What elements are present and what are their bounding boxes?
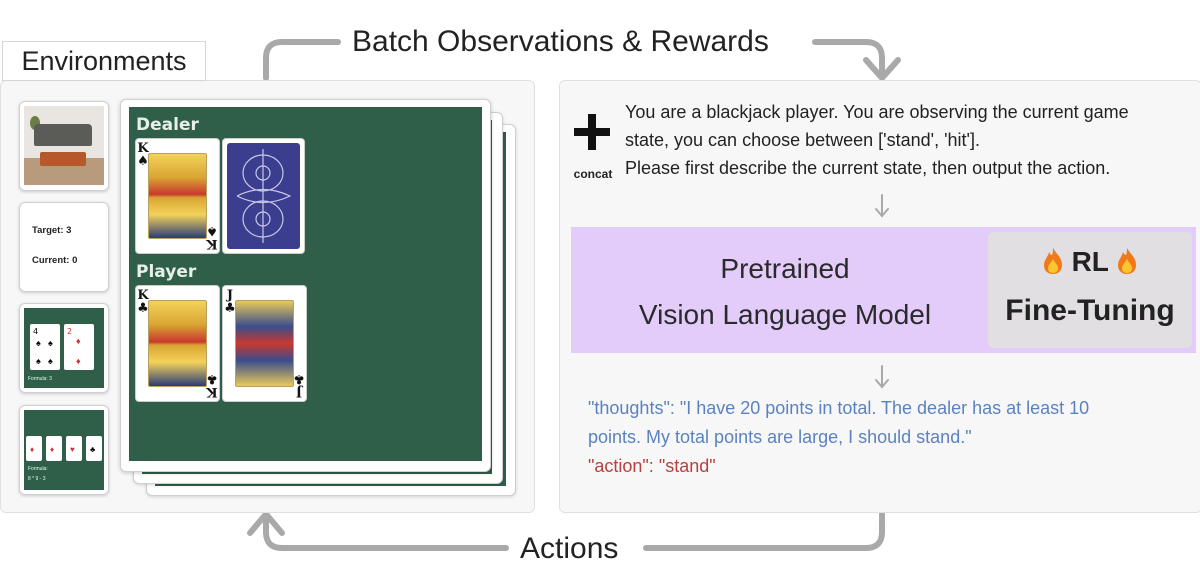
concat-label: concat [573,167,613,181]
player-card-jack-clubs: J♣ J♣ [222,285,307,402]
prompt-text: You are a blackjack player. You are obse… [625,98,1195,182]
cards-formula-text: Formula: 3 [28,376,52,382]
mini-card-table: 4 ♠ ♠ ♠ ♠ 2 ♦ ♦ Formula: 3 [24,308,104,388]
svg-text:♠: ♠ [36,338,41,348]
fire-icon [1118,248,1137,274]
card-suit: ♠ [137,154,149,169]
rl-finetuning-box [988,232,1192,348]
king-face-image [148,153,207,239]
batch-observations-label: Batch Observations & Rewards [352,25,769,58]
model-title: Pretrained Vision Language Model [590,246,980,338]
arrow-down-icon [875,194,889,218]
svg-text:♦: ♦ [76,336,81,346]
prompt-line: Please first describe the current state,… [625,158,1111,178]
card-rank: K [206,384,218,399]
thoughts-line: "thoughts": "I have 20 points in total. … [588,398,1090,418]
bottom-arrow-head [247,511,285,536]
king-face-image [148,300,207,387]
svg-text:♦: ♦ [76,356,81,366]
card-rank: J [226,288,234,303]
card-rank: K [137,141,149,156]
prompt-line: You are a blackjack player. You are obse… [625,102,1129,122]
mini-card-table: ♦ ♦ ♥ ♣ Formula: 8 * 9 - 3 [24,410,104,490]
formula-label-text: Formula: [28,466,48,472]
formula-value-text: 8 * 9 - 3 [28,476,46,482]
actions-label: Actions [520,532,619,565]
room-scene-image [24,106,104,185]
card-suit: ♣ [293,371,305,386]
model-title-line: Pretrained [720,253,850,284]
player-card-king-clubs: K♣ K♣ [135,285,220,402]
env-thumbnail-cards: 4 ♠ ♠ ♠ ♠ 2 ♦ ♦ Formula: 3 [19,303,109,393]
svg-text:4: 4 [33,327,38,336]
mini-card: ♦ [26,436,42,461]
svg-text:2: 2 [67,327,72,336]
mini-card: ♥ [66,436,82,461]
card-rank: K [137,288,149,303]
svg-text:♦: ♦ [30,445,34,454]
svg-text:♠: ♠ [48,356,53,366]
svg-text:♣: ♣ [90,445,96,454]
env-thumbnail-formula: ♦ ♦ ♥ ♣ Formula: 8 * 9 - 3 [19,405,109,495]
action-line: "action": "stand" [588,456,716,476]
mini-card: 2 ♦ ♦ [64,324,94,370]
finetuning-label: Fine-Tuning [1005,294,1175,327]
thoughts-line: points. My total points are large, I sho… [588,427,972,447]
jack-face-image [235,300,294,387]
dealer-card-face-down [222,138,305,254]
rl-label: RL [1071,246,1109,277]
current-text: Current: 0 [32,255,78,266]
environments-label: Environments [2,41,206,81]
mini-card: ♣ [86,436,102,461]
rl-title: RL [988,246,1192,278]
model-output: "thoughts": "I have 20 points in total. … [588,394,1178,481]
player-label: Player [136,262,197,282]
svg-text:♦: ♦ [50,445,54,454]
plus-icon [574,114,610,150]
svg-text:♥: ♥ [70,445,75,454]
card-back-pattern [227,143,300,249]
svg-text:♠: ♠ [48,338,53,348]
model-title-line: Vision Language Model [638,299,932,330]
top-arrow-head [863,57,901,81]
arrow-down-icon [875,365,889,389]
card-suit: ♠ [206,223,218,238]
dealer-label: Dealer [136,115,199,135]
card-suit: ♣ [206,371,218,386]
mini-card: ♦ [46,436,62,461]
bottom-arrow-left-segment [263,516,509,551]
bottom-arrow-right-segment [643,511,885,551]
card-rank: J [295,384,303,399]
top-arrow-left-segment [263,39,341,81]
card-suit: ♣ [137,301,149,316]
fire-icon [1043,248,1062,274]
svg-text:♠: ♠ [36,356,41,366]
env-thumbnail-room [19,101,109,191]
prompt-line: state, you can choose between ['stand', … [625,130,980,150]
card-suit: ♣ [224,301,236,316]
env-thumbnail-numberline: Target: 3 Current: 0 [19,202,109,292]
top-arrow-right-segment [812,39,885,76]
dealer-card-king-spades: K♠ K♠ [135,138,220,254]
card-rank: K [206,236,218,251]
target-text: Target: 3 [32,225,72,236]
mini-card: 4 ♠ ♠ ♠ ♠ [30,324,60,370]
